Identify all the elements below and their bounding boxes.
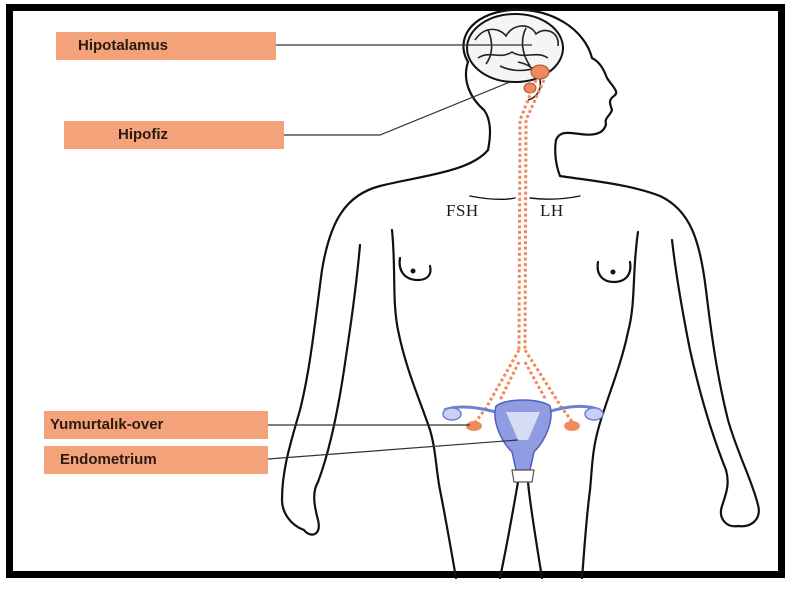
right-leg-inner — [528, 482, 542, 578]
pituitary-label: Hipofiz — [64, 121, 284, 149]
left-hand — [304, 482, 319, 535]
hypothalamus-label: Hipotalamus — [56, 32, 276, 60]
left-nipple — [411, 269, 416, 274]
left-fimbria — [443, 408, 461, 420]
left-ovary — [466, 421, 482, 431]
endometrium-leader — [268, 440, 518, 459]
right-leg-outer — [582, 490, 590, 578]
left-torso — [392, 230, 440, 490]
left-breast — [400, 258, 431, 280]
left-leg-inner — [500, 482, 518, 578]
right-collarbone — [530, 196, 580, 199]
fsh-label: FSH — [446, 201, 479, 220]
leader-lines — [268, 45, 532, 459]
right-nipple — [611, 270, 616, 275]
left-collarbone — [470, 196, 515, 199]
endometrium-label: Endometrium — [44, 446, 268, 474]
left-arm-inner — [318, 245, 360, 482]
right-arm-inner — [672, 240, 726, 470]
reproductive-organs — [443, 400, 603, 482]
pathway-left-trunk — [519, 80, 536, 350]
pituitary-leader — [284, 82, 510, 135]
left-leg-outer — [440, 490, 456, 578]
right-hand — [721, 470, 738, 526]
neck-front — [555, 140, 560, 176]
right-fimbria — [585, 408, 603, 420]
brain — [467, 14, 563, 100]
right-ovary — [564, 421, 580, 431]
right-arm-outer — [560, 176, 759, 526]
ovary-label: Yumurtalık-over — [44, 411, 268, 439]
pathway-branch-b — [525, 362, 546, 400]
lh-label: LH — [540, 201, 564, 220]
hypothalamus-marker — [531, 65, 549, 79]
face-profile — [556, 58, 616, 140]
cervix — [512, 470, 534, 482]
